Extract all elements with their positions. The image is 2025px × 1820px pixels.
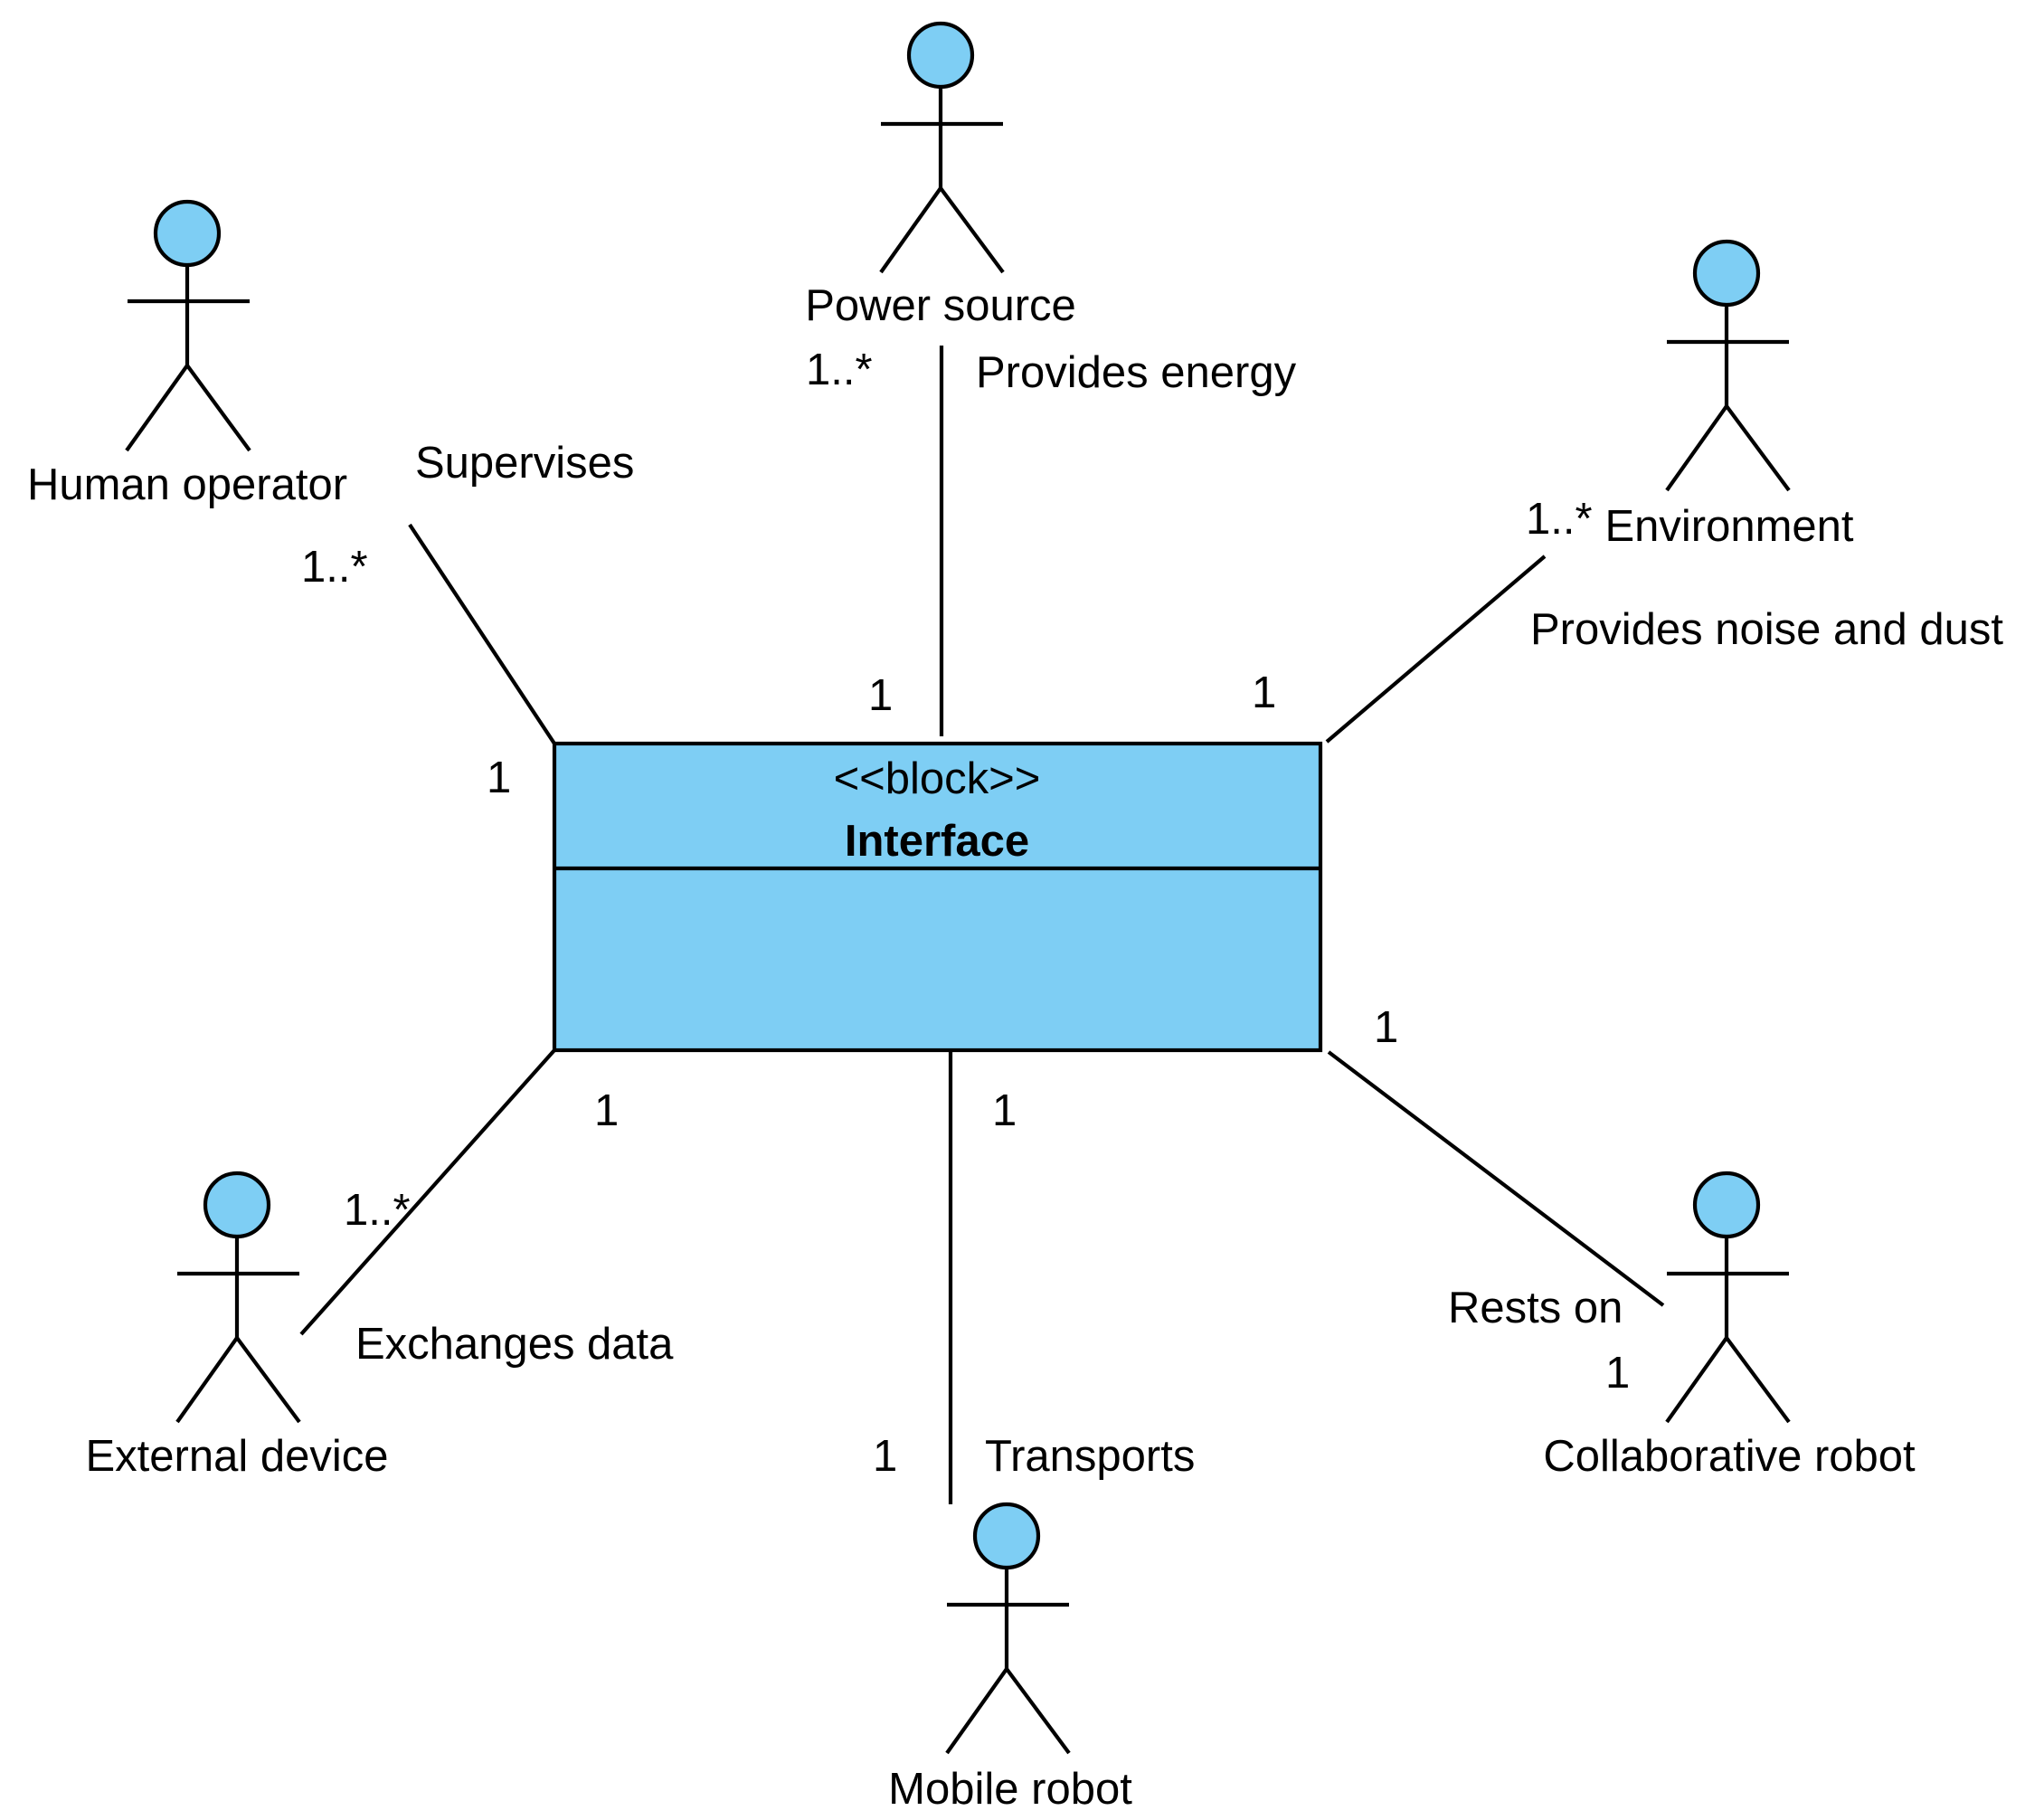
- block-multiplicity: 1: [868, 671, 893, 720]
- actor-label: Power source: [805, 281, 1076, 330]
- association-line-external-device[interactable]: [299, 1048, 556, 1336]
- actor-label: Environment: [1604, 502, 1853, 551]
- association-line-human-operator[interactable]: [408, 523, 556, 745]
- association-label: Exchanges data: [355, 1320, 674, 1369]
- actor-multiplicity: 1..*: [806, 346, 873, 394]
- block-multiplicity: 1: [594, 1086, 619, 1135]
- actor-multiplicity: 1..*: [344, 1186, 411, 1235]
- association-label: Provides noise and dust: [1530, 605, 2003, 654]
- association-human-operator-labels: Supervises 1..* 1: [301, 439, 634, 802]
- block-body: [552, 741, 1323, 1053]
- actor-figure-icon: [945, 1502, 1071, 1755]
- block-stereotype: <<block>>: [834, 754, 1041, 803]
- association-line-environment[interactable]: [1325, 555, 1547, 744]
- actor-figure-icon: [125, 199, 251, 452]
- association-power-source-labels: Provides energy 1..* 1: [806, 346, 1297, 720]
- actor-label: External device: [85, 1432, 388, 1481]
- actor-label: Mobile robot: [888, 1765, 1132, 1814]
- actor-multiplicity: 1: [873, 1432, 897, 1481]
- block-multiplicity: 1: [992, 1086, 1017, 1135]
- association-label: Transports: [985, 1432, 1195, 1481]
- actor-figure-icon: [879, 21, 1005, 274]
- association-label: Supervises: [415, 439, 634, 488]
- actor-mobile-robot[interactable]: Mobile robot: [888, 1502, 1132, 1814]
- block-multiplicity: 1: [487, 754, 511, 802]
- block-multiplicity: 1: [1252, 668, 1276, 717]
- actor-external-device[interactable]: External device: [85, 1171, 389, 1481]
- association-label: Rests on: [1448, 1284, 1623, 1332]
- actor-label: Collaborative robot: [1543, 1432, 1916, 1481]
- actor-multiplicity: 1: [1605, 1349, 1630, 1398]
- actor-multiplicity: 1..*: [301, 543, 368, 592]
- association-line-collaborative-robot[interactable]: [1327, 1050, 1665, 1307]
- actor-figure-icon: [1665, 239, 1791, 492]
- association-collaborative-robot-labels: Rests on 1 1: [1374, 1003, 1630, 1398]
- block-name: Interface: [845, 817, 1029, 866]
- actor-multiplicity: 1..*: [1526, 495, 1593, 544]
- actor-power-source[interactable]: Power source: [805, 21, 1076, 330]
- association-mobile-robot-labels: Transports 1 1: [873, 1086, 1195, 1481]
- association-external-device-labels: Exchanges data 1..* 1: [344, 1086, 674, 1369]
- actor-figure-icon: [175, 1171, 301, 1424]
- association-label: Provides energy: [976, 348, 1297, 397]
- block-multiplicity: 1: [1374, 1003, 1398, 1052]
- actor-environment[interactable]: Environment: [1604, 239, 1854, 551]
- interface-block[interactable]: <<block>> Interface: [552, 741, 1323, 1053]
- actor-human-operator[interactable]: Human operator: [27, 199, 347, 509]
- associations: [299, 346, 1665, 1504]
- actor-label: Human operator: [27, 460, 347, 509]
- association-environment-labels: Provides noise and dust 1..* 1: [1252, 495, 2003, 717]
- actor-figure-icon: [1665, 1171, 1791, 1424]
- actor-collaborative-robot[interactable]: Collaborative robot: [1543, 1171, 1916, 1481]
